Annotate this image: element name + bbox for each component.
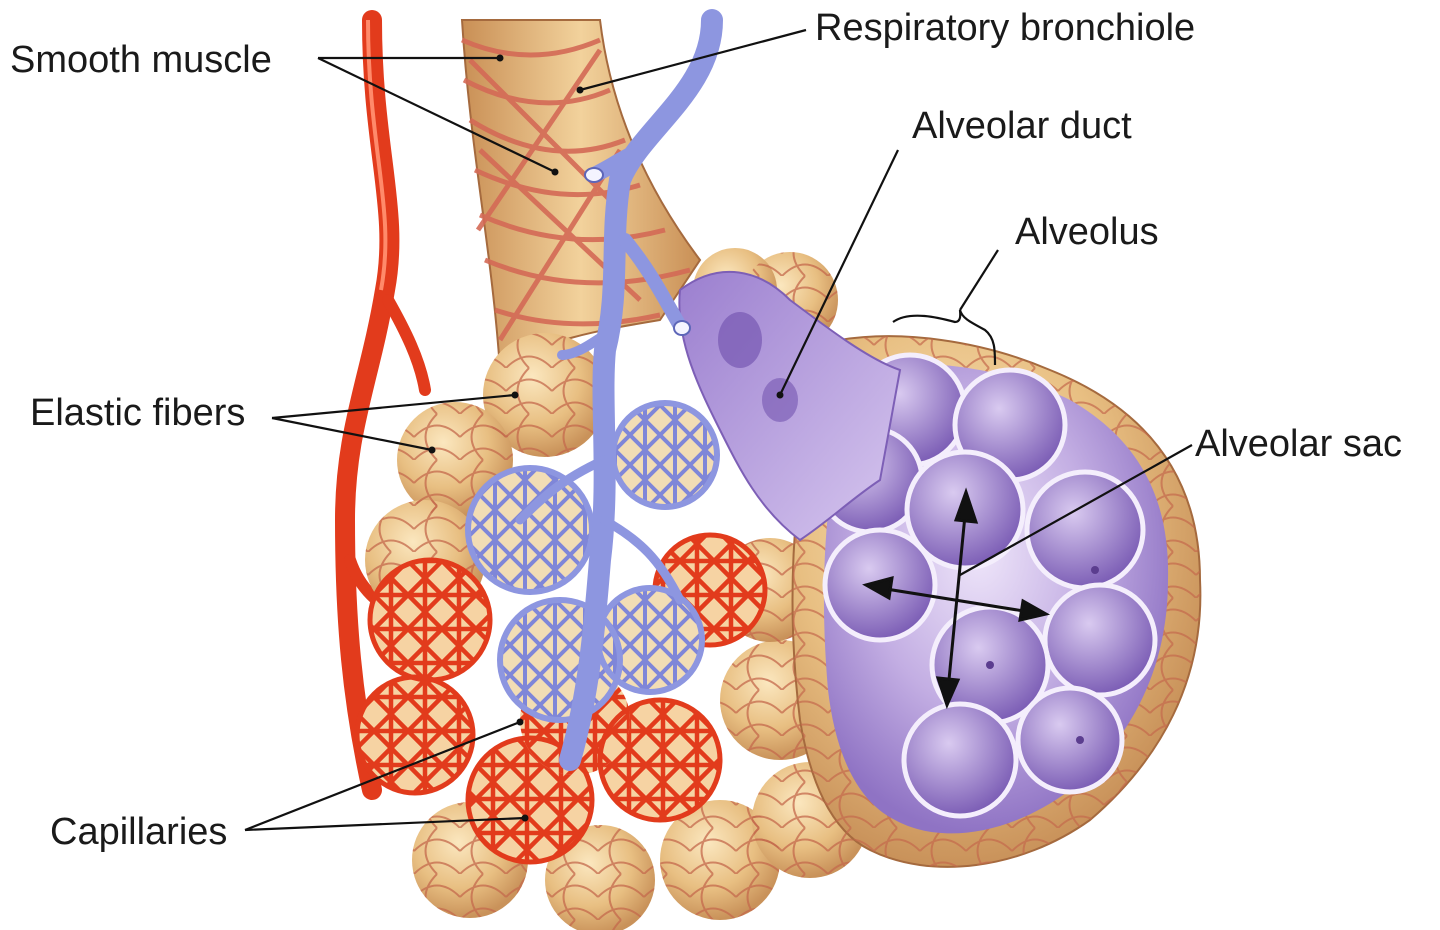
label-elastic-fibers: Elastic fibers: [30, 392, 245, 434]
pulmonary-arteriole: [334, 10, 431, 800]
alveolar-duct-shape: [678, 270, 902, 542]
label-capillaries: Capillaries: [50, 811, 227, 853]
label-alveolar-duct: Alveolar duct: [912, 105, 1132, 147]
label-smooth-muscle: Smooth muscle: [10, 39, 272, 81]
pulmonary-venule: [515, 9, 723, 771]
leader-lines: [244, 28, 1193, 832]
label-respiratory-bronchiole: Respiratory bronchiole: [815, 7, 1195, 49]
bronchiole-tube: [460, 19, 702, 372]
gas-exchange-arrows: [862, 487, 1051, 710]
label-alveolus: Alveolus: [1015, 211, 1159, 253]
label-alveolar-sac: Alveolar sac: [1195, 423, 1402, 465]
